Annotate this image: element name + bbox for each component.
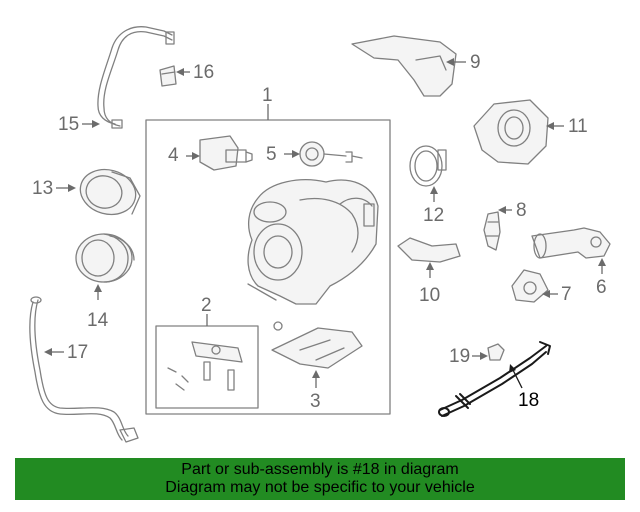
part-7-gasket[interactable] xyxy=(511,269,549,303)
part-10-shield[interactable] xyxy=(397,237,461,263)
part-17-oil-tube[interactable] xyxy=(29,296,139,443)
parts-diagram xyxy=(29,26,611,443)
part-14-inlet-hose[interactable] xyxy=(75,233,135,283)
callout-8: 8 xyxy=(516,200,527,221)
callout-10: 10 xyxy=(419,285,441,306)
part-15-hose[interactable] xyxy=(97,26,175,129)
part-13-coupler[interactable] xyxy=(75,164,141,221)
part-11-outlet[interactable] xyxy=(473,99,549,165)
callout-7: 7 xyxy=(561,284,572,305)
part-16-cap[interactable] xyxy=(159,65,177,87)
part-2-hardware-kit[interactable] xyxy=(167,341,243,391)
part-6-exhaust-pipe[interactable] xyxy=(531,227,611,259)
callout-15: 15 xyxy=(58,114,80,135)
callout-2: 2 xyxy=(201,295,212,316)
callout-14: 14 xyxy=(87,310,109,331)
part-19-cap[interactable] xyxy=(487,343,505,361)
callout-1: 1 xyxy=(262,85,273,106)
part-9-heat-shield[interactable] xyxy=(351,35,457,97)
callout-4: 4 xyxy=(168,145,179,166)
callout-11: 11 xyxy=(568,116,588,137)
callout-17: 17 xyxy=(67,342,89,363)
part-18-oil-feed-tube[interactable] xyxy=(438,341,551,417)
callout-5: 5 xyxy=(266,144,277,165)
part-4-actuator[interactable] xyxy=(199,135,253,171)
part-8-sensor[interactable] xyxy=(483,211,501,251)
part-12-clamp[interactable] xyxy=(409,145,447,187)
info-banner: Part or sub-assembly is #18 in diagram D… xyxy=(15,458,625,500)
hardware-kit-box-2 xyxy=(155,325,259,409)
callout-13: 13 xyxy=(32,178,54,199)
callout-6: 6 xyxy=(596,277,607,298)
callout-19: 19 xyxy=(449,346,471,367)
part-3-bracket[interactable] xyxy=(271,321,363,369)
part-5-wastegate[interactable] xyxy=(299,141,363,167)
callout-3: 3 xyxy=(310,391,321,412)
callout-16: 16 xyxy=(193,62,215,83)
banner-line-1: Part or sub-assembly is #18 in diagram xyxy=(181,461,459,478)
callout-18: 18 xyxy=(518,390,540,411)
banner-line-2: Diagram may not be specific to your vehi… xyxy=(165,479,475,496)
callout-12: 12 xyxy=(423,205,445,226)
turbocharger[interactable] xyxy=(247,179,379,305)
callout-9: 9 xyxy=(470,52,481,73)
